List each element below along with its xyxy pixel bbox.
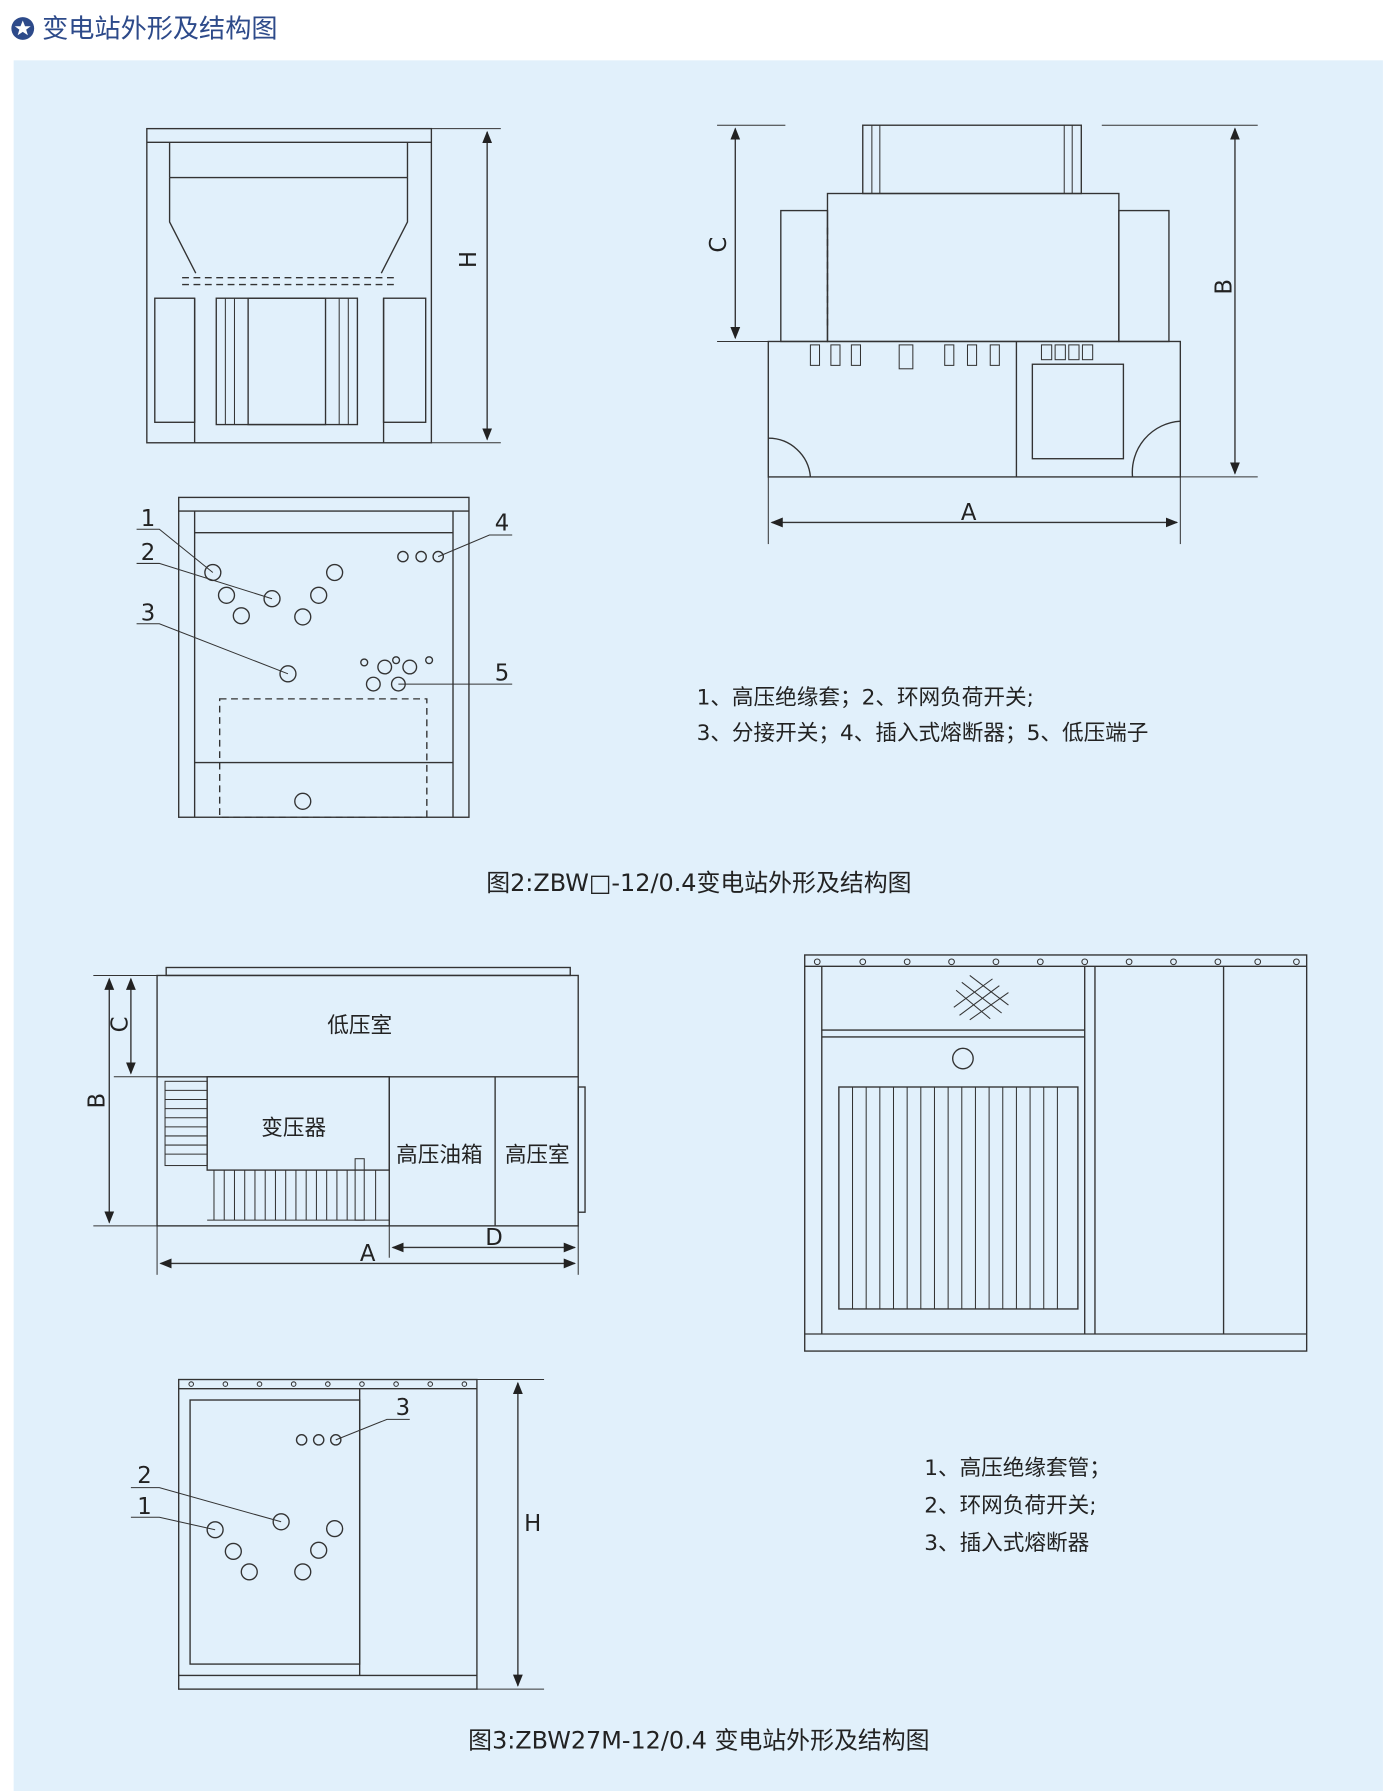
fig3-legend-line-3: 3、插入式熔断器 [924, 1531, 1089, 1556]
fig2-top-view: 1 2 3 4 5 [136, 496, 513, 818]
diagram-panel [13, 60, 1383, 1791]
fig3-front-view [804, 954, 1308, 1352]
room-hv-oil-tank: 高压油箱 [396, 1143, 482, 1168]
section-title: 变电站外形及结构图 [42, 15, 277, 45]
fig3-legend-line-1: 1、高压绝缘套管； [924, 1456, 1111, 1481]
fig2-caption: 图2:ZBW□-12/0.4变电站外形及结构图 [486, 869, 911, 897]
star-circle-icon [11, 17, 35, 40]
callout-3: 3 [141, 600, 155, 626]
callout-2: 2 [141, 540, 155, 566]
fig3-top-view: 2 1 3 H [130, 1378, 545, 1690]
section-header: 变电站外形及结构图 [11, 15, 278, 45]
callout-5: 5 [495, 661, 509, 687]
callout-4: 4 [495, 510, 509, 536]
dimension-d-label: D [485, 1225, 503, 1251]
fig3-legend-line-2: 2、环网负荷开关; [924, 1494, 1096, 1519]
dimension-h-label: H [456, 251, 482, 268]
room-high-voltage: 高压室 [505, 1143, 570, 1168]
fig3-legend: 1、高压绝缘套管； 2、环网负荷开关; 3、插入式熔断器 [924, 1456, 1111, 1556]
dimension-h-label: H [524, 1511, 541, 1537]
fig2-legend-line-1: 1、高压绝缘套；2、环网负荷开关; [697, 686, 1034, 711]
callout-1: 1 [141, 506, 155, 532]
fig2-front-view: H [146, 127, 501, 444]
callout-3: 3 [396, 1395, 410, 1421]
dimension-c-label: C [706, 237, 732, 253]
dimension-b-label: B [85, 1093, 111, 1109]
fig3-caption: 图3:ZBW27M-12/0.4 变电站外形及结构图 [468, 1726, 929, 1754]
callout-1: 1 [137, 1494, 151, 1520]
fig2-legend-line-2: 3、分接开关；4、插入式熔断器；5、低压端子 [697, 721, 1149, 746]
room-low-voltage: 低压室 [327, 1013, 392, 1038]
dimension-b-label: B [1212, 279, 1238, 295]
dimension-c-label: C [107, 1016, 133, 1032]
fig2-legend: 1、高压绝缘套；2、环网负荷开关; 3、分接开关；4、插入式熔断器；5、低压端子 [697, 686, 1149, 746]
callout-2: 2 [137, 1463, 151, 1489]
dimension-a-label: A [360, 1241, 376, 1267]
dimension-a-label: A [961, 500, 977, 526]
fig2-side-view: C B A [706, 124, 1258, 545]
room-transformer: 变压器 [261, 1116, 326, 1141]
fig3-section-view: 低压室 变压器 高压油箱 高压室 C B [85, 966, 586, 1275]
vent-grille [953, 975, 1009, 1021]
